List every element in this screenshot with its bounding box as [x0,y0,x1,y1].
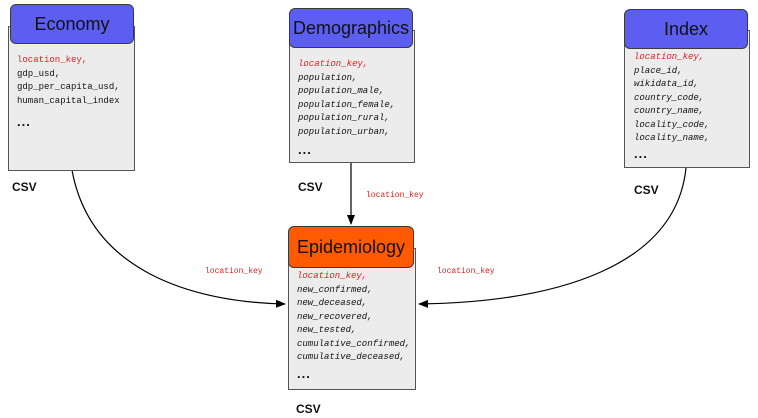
index-field-country-name: country_name, [634,106,705,116]
index-field-list: location_key, place_id, wikidata_id, cou… [634,51,710,146]
index-table-header: Index [624,9,748,49]
index-more-ellipsis: ... [634,146,648,161]
economy-field-list: location_key, gdp_usd, gdp_per_capita_us… [17,54,120,108]
epidemiology-table-header: Epidemiology [288,226,414,268]
demographics-field-population-female: population_female, [298,99,396,110]
economy-field-human-capital-index: human_capital_index [17,95,120,106]
demographics-field-population-male: population_male, [298,86,385,96]
epidemiology-field-location-key: location_key, [297,271,368,281]
epidemiology-field-cumulative-deceased: cumulative_deceased, [297,352,406,362]
index-field-location-key: location_key, [634,52,705,62]
epidemiology-format-label: CSV [296,402,321,416]
epidemiology-more-ellipsis: ... [297,366,311,381]
edge-economy-epidemiology [71,169,286,308]
epidemiology-field-cumulative-confirmed: cumulative_confirmed, [297,338,411,349]
epidemiology-field-new-recovered: new_recovered, [297,311,373,322]
edge-label-demographics-epidemiology: location_key [366,191,424,200]
economy-field-gdp-usd: gdp_usd, [17,68,61,79]
index-field-wikidata-id: wikidata_id, [634,79,699,89]
demographics-table-card [289,30,415,163]
index-field-country-code: country_code, [634,92,705,103]
edge-index-epidemiology [418,167,687,308]
epidemiology-field-new-deceased: new_deceased, [297,298,368,308]
demographics-field-list: location_key, population, population_mal… [298,58,395,139]
index-field-locality-name: locality_name, [634,133,710,143]
index-field-place-id: place_id, [634,65,683,76]
demographics-field-population: population, [298,72,358,83]
economy-format-label: CSV [12,180,37,194]
epidemiology-table-card [288,248,416,390]
epidemiology-field-new-confirmed: new_confirmed, [297,284,373,295]
demographics-format-label: CSV [298,180,323,194]
edge-label-index-epidemiology: location_key [437,267,495,276]
demographics-table-header: Demographics [289,8,413,48]
economy-more-ellipsis: ... [17,114,31,129]
demographics-field-population-rural: population_rural, [298,113,390,123]
epidemiology-field-new-tested: new_tested, [297,325,357,335]
demographics-more-ellipsis: ... [298,142,312,157]
economy-field-gdp-per-capita-usd: gdp_per_capita_usd, [17,82,120,92]
index-format-label: CSV [634,183,659,197]
index-table-card [624,30,750,168]
economy-table-header: Economy [10,4,134,44]
economy-field-location-key: location_key, [17,55,88,65]
demographics-field-population-urban: population_urban, [298,126,390,137]
index-field-locality-code: locality_code, [634,119,710,130]
demographics-field-location-key: location_key, [298,59,369,69]
edge-label-economy-epidemiology: location_key [205,267,263,276]
epidemiology-field-list: location_key, new_confirmed, new_decease… [297,270,410,365]
economy-table-card [8,26,135,171]
